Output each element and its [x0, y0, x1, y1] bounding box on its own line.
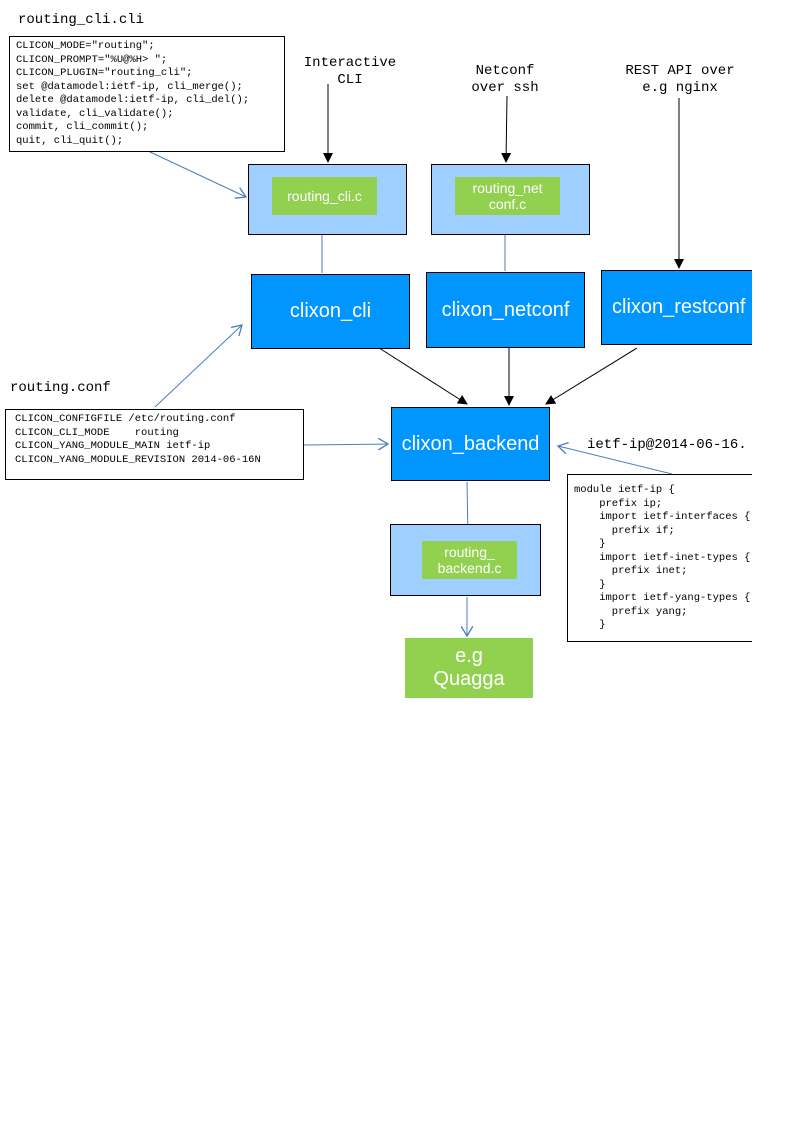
- rest-api-label: REST API over e.g nginx: [625, 63, 735, 96]
- netconf-ssh-label: Netconf over ssh: [471, 63, 539, 96]
- conf-file-title: routing.conf: [10, 380, 111, 396]
- arrow-clifile-to-plugin: [147, 150, 246, 197]
- code-line: }: [574, 538, 606, 550]
- code-line: prefix if;: [574, 524, 675, 537]
- code-line: CLICON_CLI_MODE routing: [15, 426, 179, 439]
- arrow-restconf-to-backend: [545, 347, 638, 405]
- code-line: CLICON_PROMPT="%U@%H> ";: [16, 53, 168, 66]
- clixon-restconf: clixon_restconf: [601, 270, 752, 345]
- arrow-conf-to-cli: [154, 325, 242, 408]
- code-line: quit, cli_quit();: [16, 134, 124, 147]
- code-line: commit, cli_commit();: [16, 121, 149, 133]
- code-line: CLICON_CONFIGFILE /etc/routing.conf: [15, 413, 236, 425]
- yang-file-code: module ietf-ip { prefix ip; import ietf-…: [567, 474, 752, 642]
- backend-plugin: routing_ backend.c: [422, 541, 517, 579]
- code-line: CLICON_YANG_MODULE_MAIN ietf-ip: [15, 440, 211, 452]
- black-arrows: [323, 84, 684, 406]
- arrow-ssh-to-netconf: [501, 95, 512, 163]
- code-line: prefix yang;: [574, 605, 688, 618]
- code-line: validate, cli_validate();: [16, 107, 174, 120]
- code-line: CLICON_MODE="routing";: [16, 40, 155, 52]
- code-line: CLICON_PLUGIN="routing_cli";: [16, 67, 193, 79]
- arrow-conf-to-backend: [303, 444, 388, 445]
- blue-arrows: [147, 150, 673, 636]
- code-line: module ietf-ip {: [574, 484, 675, 496]
- code-line: prefix inet;: [574, 565, 688, 577]
- cli-file-title: routing_cli.cli: [18, 12, 145, 28]
- code-line: import ietf-yang-types {: [574, 592, 751, 604]
- arrow-yang-to-backend: [558, 446, 673, 475]
- code-line: }: [574, 619, 606, 631]
- interactive-cli-label: Interactive CLI: [303, 55, 397, 88]
- code-line: delete @datamodel:ietf-ip, cli_del();: [16, 94, 250, 106]
- clixon-cli: clixon_cli: [251, 274, 410, 349]
- cli-plugin: routing_cli.c: [272, 177, 377, 215]
- netconf-plugin: routing_net conf.c: [455, 177, 560, 215]
- arrow-cli-to-backend: [375, 345, 468, 405]
- code-line: set @datamodel:ietf-ip, cli_merge();: [16, 80, 243, 93]
- clixon-netconf: clixon_netconf: [426, 272, 585, 348]
- code-line: }: [574, 578, 606, 591]
- connectors: [147, 84, 684, 1123]
- code-line: import ietf-interfaces {: [574, 511, 751, 523]
- clixon-backend: clixon_backend: [391, 407, 550, 481]
- code-line: prefix ip;: [574, 497, 663, 510]
- quagga: e.g Quagga: [405, 638, 533, 698]
- cli-file-code: CLICON_MODE="routing";CLICON_PROMPT="%U@…: [9, 36, 285, 152]
- yang-file-title: ietf-ip@2014-06-16.: [587, 437, 747, 453]
- code-line: import ietf-inet-types {: [574, 551, 751, 564]
- code-line: CLICON_YANG_MODULE_REVISION 2014-06-16N: [15, 453, 261, 466]
